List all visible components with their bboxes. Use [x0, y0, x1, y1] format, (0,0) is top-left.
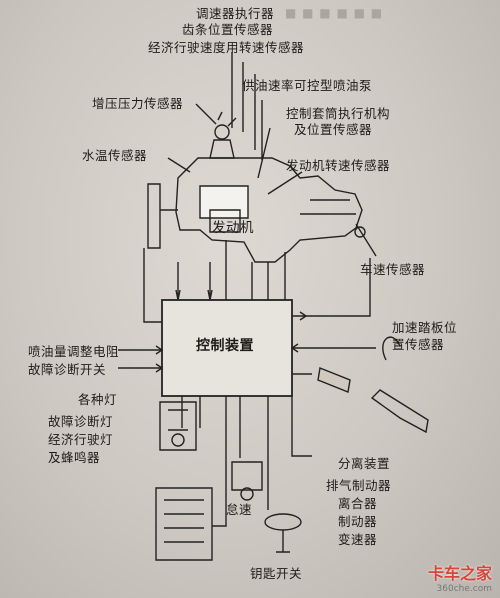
watermark-brand: 卡车之家 [427, 564, 492, 583]
control-unit-box [161, 299, 293, 397]
resistor-label: 喷油量调整电阻 [28, 344, 120, 359]
lamps-title-label: 各种灯 [78, 392, 118, 407]
control-unit-label: 控制装置 [196, 338, 254, 354]
idle-label: 怠速 [226, 502, 253, 517]
exhaust-brake-label: 排气制动器 [326, 478, 392, 493]
watermark-url: 360che.com [436, 584, 492, 594]
engine-speed-sensor-label: 发动机转速传感器 [286, 158, 391, 173]
lamp-label-3: 及蜂鸣器 [48, 450, 101, 465]
watermark-logo: 卡车之家 360che.com [428, 560, 492, 594]
accel-pedal-label-2: 置传感器 [392, 337, 445, 352]
boost-sensor-label: 增压压力传感器 [92, 96, 184, 111]
ghost-text: ■ ■ ■ ■ ■ ■ [285, 6, 384, 20]
fuel-pump-label: 供油速率可控型喷油泵 [242, 78, 373, 93]
clutch-label: 离合器 [338, 496, 378, 511]
key-switch-label: 钥匙开关 [250, 566, 303, 581]
lamp-label-2: 经济行驶灯 [48, 432, 114, 447]
water-temp-sensor-label: 水温传感器 [82, 148, 148, 163]
lamp-label-1: 故障诊断灯 [48, 414, 114, 429]
brake-label: 制动器 [338, 514, 378, 529]
rack-position-sensor-label: 齿条位置传感器 [182, 22, 274, 37]
sleeve-actuator-label-1: 控制套筒执行机构 [286, 106, 391, 121]
sleeve-actuator-label-2: 及位置传感器 [294, 122, 373, 137]
transmission-label: 变速器 [338, 532, 378, 547]
economy-speed-sensor-label: 经济行驶速度用转速传感器 [148, 40, 305, 55]
engine-outline [175, 157, 363, 263]
clutch-device-label: 分离装置 [338, 456, 391, 471]
engine-label: 发动机 [212, 220, 254, 236]
accel-pedal-label-1: 加速踏板位 [392, 320, 458, 335]
diag-switch-label: 故障诊断开关 [28, 362, 107, 377]
vehicle-speed-sensor-label: 车速传感器 [360, 262, 426, 277]
governor-actuator-label: 调速器执行器 [196, 6, 275, 21]
